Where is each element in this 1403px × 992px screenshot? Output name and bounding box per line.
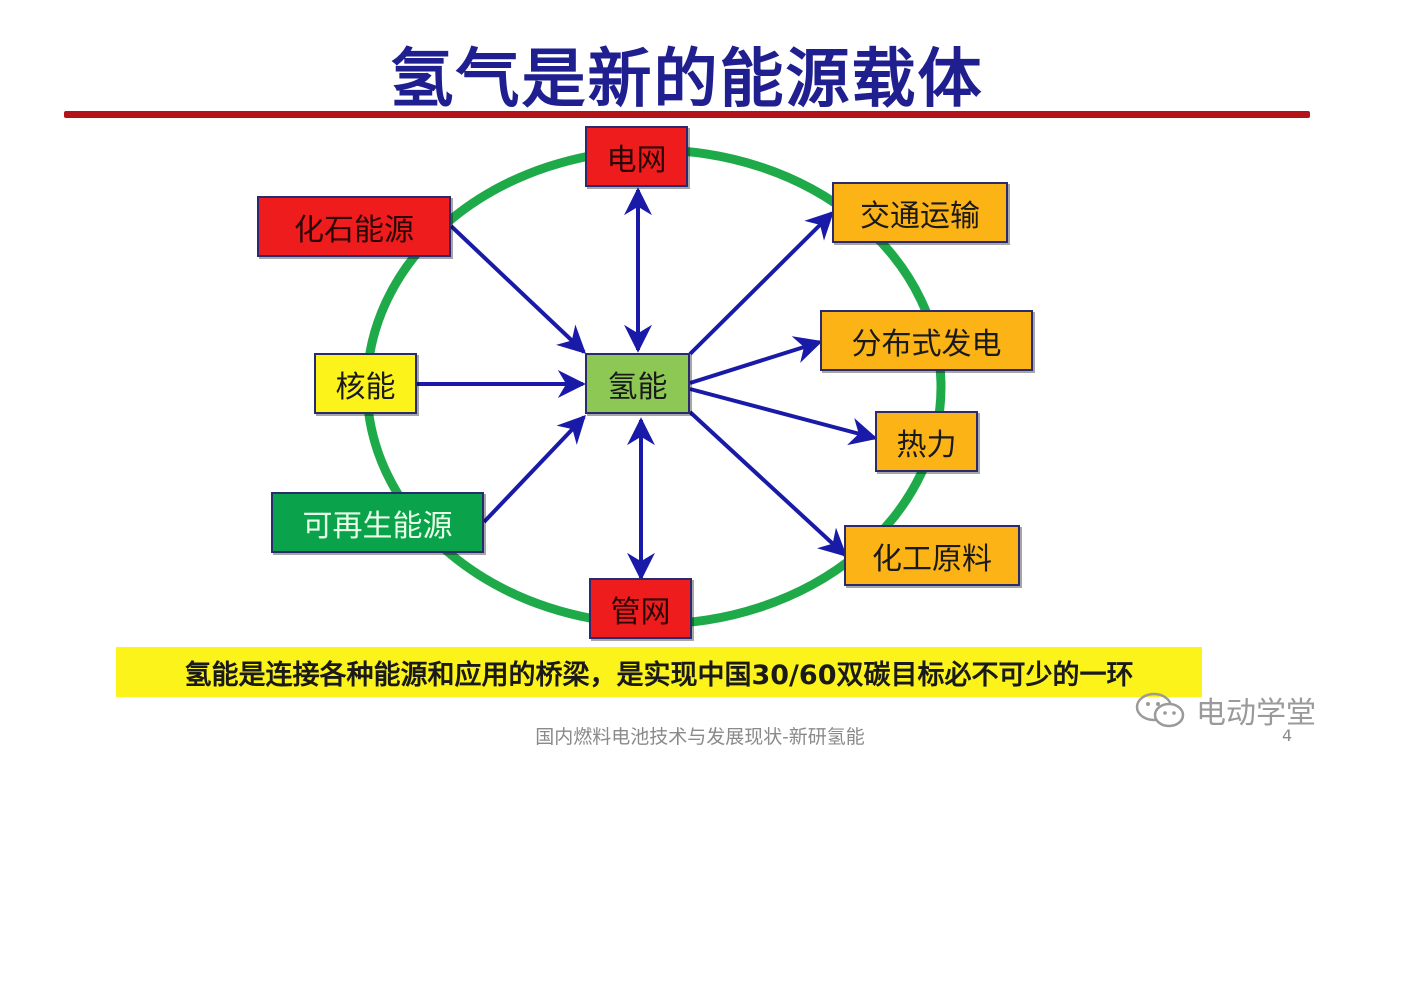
node-chemical-feedstock: 化工原料 <box>844 525 1020 586</box>
node-heat: 热力 <box>875 411 978 472</box>
arrow-center-distributed <box>689 336 823 385</box>
node-hydrogen-energy: 氢能 <box>585 353 690 414</box>
node-nuclear: 核能 <box>314 353 417 414</box>
page-title: 氢气是新的能源载体 <box>389 43 984 117</box>
watermark: 电动学堂 <box>1134 690 1316 731</box>
arrow-center-chemical <box>688 410 848 557</box>
node-distributed-generation: 分布式发电 <box>820 310 1033 371</box>
node-fossil-energy: 化石能源 <box>257 196 451 257</box>
node-grid: 电网 <box>585 126 688 187</box>
watermark-text: 电动学堂 <box>1196 696 1316 731</box>
arrow-renewable-center <box>482 414 586 524</box>
slide-footer: 国内燃料电池技术与发展现状-新研氢能 <box>535 726 865 748</box>
arrow-fossil-center <box>449 224 587 354</box>
page-number: 4 <box>1282 726 1293 745</box>
node-transportation: 交通运输 <box>832 182 1008 243</box>
summary-banner: 氢能是连接各种能源和应用的桥梁，是实现中国30/60双碳目标必不可少的一环 <box>116 647 1202 697</box>
node-renewable-energy: 可再生能源 <box>271 492 484 553</box>
title-divider <box>64 111 1310 118</box>
arrow-center-transport <box>688 211 834 356</box>
arrow-center-heat <box>689 387 878 446</box>
node-pipeline: 管网 <box>589 578 692 639</box>
wechat-icon <box>1135 692 1185 728</box>
